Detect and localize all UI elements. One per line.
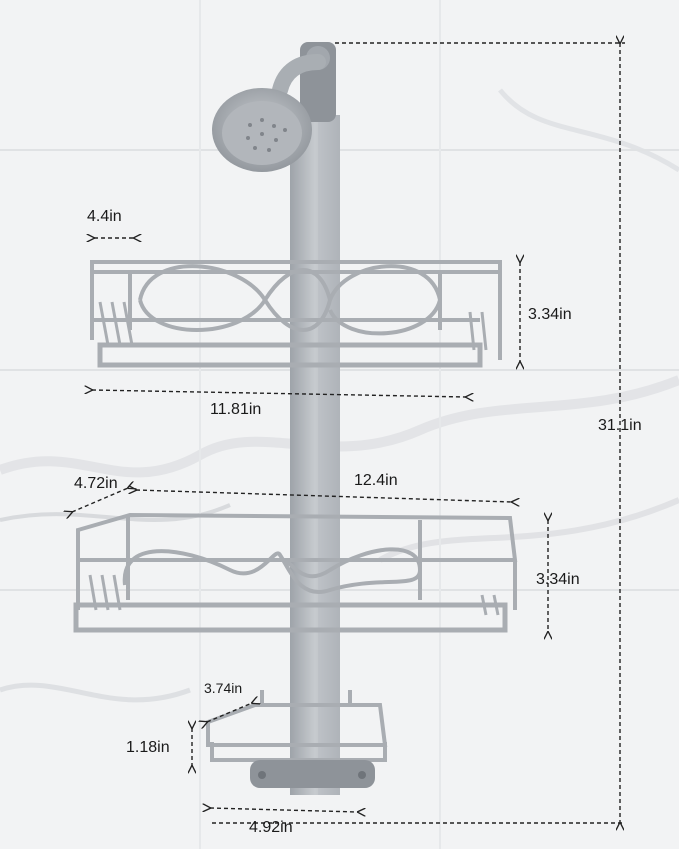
shower-head bbox=[212, 42, 336, 172]
top-basket bbox=[90, 260, 502, 368]
middle-basket-height-label: 3.34in bbox=[536, 571, 580, 588]
soap-dish-height-label: 1.18in bbox=[126, 739, 170, 756]
soap-dish-depth-label: 3.74in bbox=[204, 680, 242, 696]
pole bbox=[290, 115, 340, 795]
total-height-label: 31.1in bbox=[598, 417, 642, 434]
top-basket-depth-label: 4.4in bbox=[87, 208, 122, 225]
middle-basket-width-label: 12.4in bbox=[354, 472, 398, 489]
dimension-labels: 4.4in 3.34in 11.81in 31.1in 4.72in 12.4i… bbox=[74, 208, 642, 836]
soap-dish-width-label: 4.92in bbox=[249, 819, 293, 836]
middle-basket-depth-label: 4.72in bbox=[74, 475, 118, 492]
dimension-lines bbox=[72, 43, 625, 823]
top-basket-height-label: 3.34in bbox=[528, 306, 572, 323]
top-basket-width-label: 11.81in bbox=[210, 401, 261, 418]
